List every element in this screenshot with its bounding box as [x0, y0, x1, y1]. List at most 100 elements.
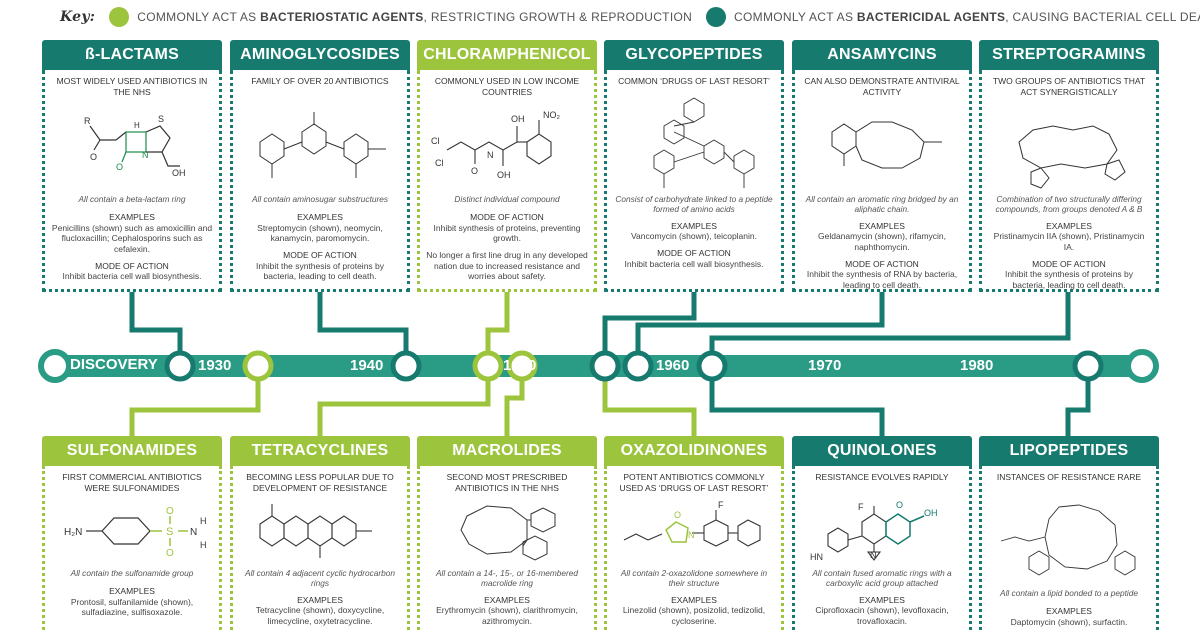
mode-label: MODE OF ACTION [657, 247, 731, 258]
card-glycopeptides: GLYCOPEPTIDES COMMON ‘DRUGS OF LAST RESO… [604, 40, 784, 292]
svg-text:R: R [84, 116, 91, 126]
node-chloramphenicol [472, 350, 504, 382]
examples-label: EXAMPLES [859, 594, 905, 605]
card-caption: Distinct individual compound [454, 194, 560, 204]
svg-text:F: F [718, 500, 724, 510]
svg-text:N: N [487, 150, 494, 160]
card-title: CHLORAMPHENICOL [417, 40, 597, 70]
node-macrolides [506, 350, 538, 382]
connector-tetracyclines [317, 366, 491, 437]
year-1930: 1930 [198, 357, 232, 374]
card-subtitle: CAN ALSO DEMONSTRATE ANTIVIRAL ACTIVITY [804, 76, 960, 97]
year-1970: 1970 [808, 357, 842, 374]
card-sulfonamides: SULFONAMIDES FIRST COMMERCIAL ANTIBIOTIC… [42, 436, 222, 630]
sulfanilamide-molecule-icon: H₂N S O O N H H [51, 496, 213, 566]
connector-macrolides [504, 366, 525, 437]
svg-text:OH: OH [511, 114, 525, 124]
svg-text:H₂N: H₂N [64, 527, 82, 538]
card-title: LIPOPEPTIDES [979, 436, 1159, 466]
year-1980: 1980 [960, 357, 994, 374]
card-caption: All contain aminosugar substructures [251, 194, 389, 204]
examples-label: EXAMPLES [671, 220, 717, 231]
svg-text:N: N [190, 527, 197, 538]
year-1950: 1950 [503, 357, 537, 374]
card-subtitle: COMMONLY USED IN LOW INCOME COUNTRIES [434, 76, 580, 97]
key-title: Key: [60, 9, 96, 25]
mode-text: Inhibit the synthesis of RNA by bacteria… [806, 269, 958, 290]
ciprofloxacin-molecule-icon: F N O OH HN [801, 496, 963, 566]
examples-label: EXAMPLES [859, 220, 905, 231]
timeline-label: DISCOVERY [70, 356, 158, 373]
examples-label: EXAMPLES [1046, 606, 1092, 616]
card-caption: All contain fused aromatic rings with a … [812, 568, 952, 589]
node-ansamycins [622, 350, 654, 382]
svg-text:Cl: Cl [435, 158, 444, 168]
svg-text:N: N [870, 550, 877, 560]
node-streptogramins [696, 350, 728, 382]
connector-sulfonamides [129, 366, 261, 437]
node-glycopeptides [589, 350, 621, 382]
examples-label: EXAMPLES [297, 212, 343, 222]
connector-aminoglycosides [317, 292, 409, 366]
card-caption: Combination of two structurally differin… [995, 194, 1143, 215]
svg-text:O: O [166, 506, 174, 517]
svg-text:O: O [90, 152, 97, 162]
card-subtitle: FIRST COMMERCIAL ANTIBIOTICS WERE SULFON… [62, 472, 202, 493]
card-caption: All contain 2-oxazolidone somewhere in t… [620, 568, 768, 589]
examples-label: EXAMPLES [297, 594, 343, 605]
card-title: ANSAMYCINS [792, 40, 972, 70]
timeline-start-node [38, 349, 72, 383]
connector-oxazolidinones [602, 366, 697, 437]
examples-text: Pristinamycin IIA (shown), Pristinamycin… [993, 231, 1145, 252]
card-streptogramins: STREPTOGRAMINS TWO GROUPS OF ANTIBIOTICS… [979, 40, 1159, 292]
linezolid-molecule-icon: N O F [613, 496, 775, 566]
examples-label: EXAMPLES [109, 586, 155, 596]
note-text: No longer a first line drug in any devel… [426, 249, 588, 282]
card-caption: All contain 4 adjacent cyclic hydrocarbo… [245, 568, 395, 589]
card-title: QUINOLONES [792, 436, 972, 466]
bacteriostatic-dot-icon [109, 7, 130, 27]
svg-text:H: H [134, 121, 140, 130]
examples-label: EXAMPLES [484, 594, 530, 605]
card-title: AMINOGLYCOSIDES [230, 40, 410, 70]
vancomycin-molecule-icon [613, 97, 775, 192]
node-sulfonamides [242, 350, 274, 382]
bactericidal-dot-icon [706, 7, 727, 27]
beta-lactam-molecule-icon: R O O N S H OH [51, 100, 213, 192]
svg-text:S: S [166, 526, 173, 538]
svg-text:NO₂: NO₂ [543, 110, 561, 120]
tetracycline-molecule-icon [239, 496, 401, 566]
examples-text: Geldanamycin (shown), rifamycin, naphtho… [817, 231, 946, 252]
card-title: TETRACYCLINES [230, 436, 410, 466]
key-bactericidal-text: COMMONLY ACT AS BACTERICIDAL AGENTS, CAU… [734, 10, 1200, 24]
card-title: SULFONAMIDES [42, 436, 222, 466]
svg-text:Cl: Cl [431, 136, 440, 146]
erythromycin-molecule-icon [426, 496, 588, 566]
streptomycin-molecule-icon [239, 100, 401, 192]
mode-text: Inhibit the synthesis of proteins by bac… [255, 260, 385, 282]
examples-label: EXAMPLES [1046, 220, 1092, 231]
card-caption: All contain a 14-, 15-, or 16-membered m… [435, 568, 579, 589]
svg-text:OH: OH [924, 508, 938, 518]
node-lipopeptides [1072, 350, 1104, 382]
card-subtitle: RESISTANCE EVOLVES RAPIDLY [815, 472, 949, 482]
node-beta-lactams [164, 350, 196, 382]
card-tetracyclines: TETRACYCLINES BECOMING LESS POPULAR DUE … [230, 436, 410, 630]
card-lipopeptides: LIPOPEPTIDES INSTANCES OF RESISTANCE RAR… [979, 436, 1159, 630]
connector-lipopeptides [1065, 366, 1091, 437]
examples-text: Vancomycin (shown), teicoplanin. [631, 231, 757, 242]
mode-label: MODE OF ACTION [470, 212, 544, 222]
card-subtitle: FAMILY OF OVER 20 ANTIBIOTICS [251, 76, 389, 86]
card-subtitle: SECOND MOST PRESCRIBED ANTIBIOTICS IN TH… [446, 472, 568, 493]
svg-text:OH: OH [497, 170, 511, 180]
timeline-end-node [1125, 349, 1159, 383]
daptomycin-molecule-icon [988, 496, 1150, 586]
svg-text:F: F [858, 502, 864, 512]
examples-label: EXAMPLES [671, 594, 717, 605]
connector-ansamycins [635, 292, 885, 366]
card-title: STREPTOGRAMINS [979, 40, 1159, 70]
svg-text:N: N [142, 150, 149, 160]
connector-chloramphenicol [485, 292, 510, 366]
mode-label: MODE OF ACTION [1032, 258, 1106, 269]
